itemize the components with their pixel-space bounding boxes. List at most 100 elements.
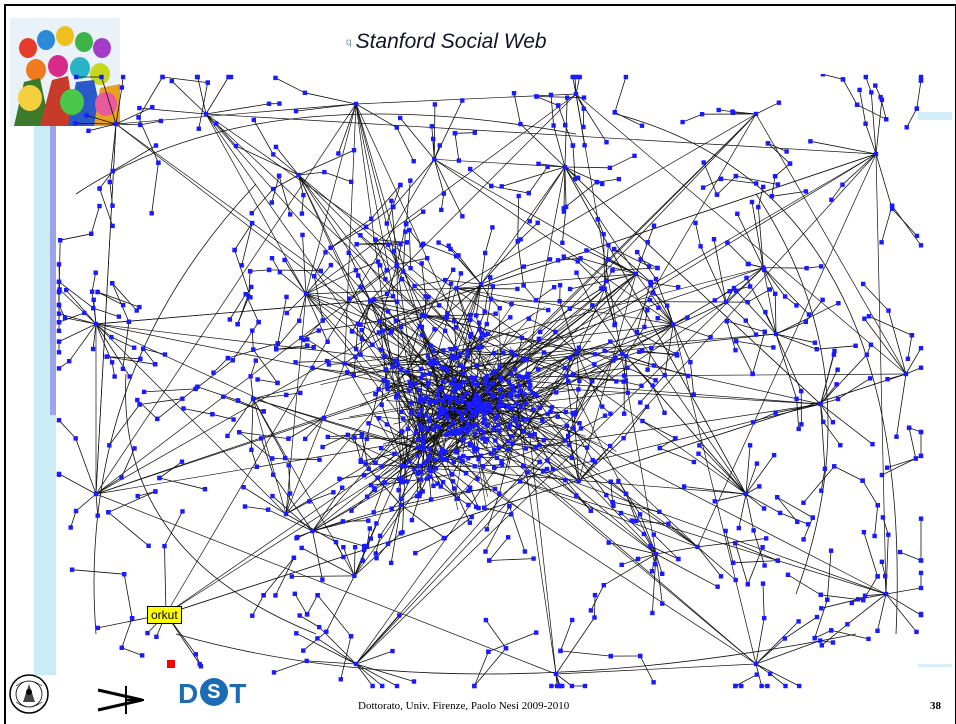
graph-node — [886, 308, 891, 313]
graph-node — [294, 631, 299, 636]
graph-edge — [370, 300, 727, 303]
graph-edge — [112, 145, 157, 172]
graph-edge — [725, 301, 747, 321]
graph-edge — [745, 493, 765, 509]
graph-node — [138, 356, 143, 361]
graph-edge — [553, 125, 566, 168]
graph-edge — [95, 323, 406, 467]
graph-node — [562, 164, 568, 170]
graph-edge — [354, 437, 362, 461]
graph-edge — [348, 362, 410, 391]
graph-node — [673, 436, 678, 441]
graph-node — [782, 294, 788, 299]
graph-edge — [369, 93, 577, 301]
graph-node — [592, 362, 597, 367]
graph-node — [376, 387, 381, 392]
graph-node — [407, 388, 412, 393]
graph-node — [878, 94, 883, 100]
graph-node — [765, 683, 770, 689]
graph-node — [202, 487, 208, 492]
graph-edge — [375, 239, 388, 271]
graph-node — [419, 397, 424, 402]
graph-node — [614, 379, 619, 384]
graph-edge — [658, 307, 674, 325]
graph-edge — [396, 127, 415, 162]
graph-edge — [298, 171, 325, 176]
graph-node — [457, 455, 462, 461]
graph-node — [733, 577, 738, 583]
graph-edge — [532, 392, 566, 441]
right-decor-bar-bottom — [918, 664, 952, 667]
graph-node — [302, 90, 308, 95]
graph-node — [517, 383, 522, 389]
graph-edge — [288, 417, 325, 439]
graph-edge — [449, 153, 877, 403]
graph-edge — [58, 473, 97, 495]
graph-node — [828, 548, 834, 553]
graph-node — [563, 409, 569, 415]
graph-node — [756, 204, 761, 210]
graph-node — [645, 240, 650, 245]
graph-node — [676, 284, 681, 290]
graph-edge — [75, 493, 97, 512]
graph-node — [398, 242, 403, 247]
graph-node — [868, 342, 874, 347]
graph-node — [455, 496, 460, 501]
graph-node — [634, 518, 639, 524]
graph-edge — [115, 123, 141, 126]
graph-node — [310, 528, 315, 534]
graph-node — [767, 671, 773, 676]
graph-node — [441, 536, 446, 541]
graph-node — [449, 472, 455, 477]
graph-node — [691, 392, 696, 397]
graph-edge — [564, 124, 574, 146]
graph-node — [438, 484, 443, 489]
graph-edge — [864, 318, 907, 375]
graph-edge — [338, 103, 357, 154]
graph-node — [97, 186, 102, 191]
graph-node — [480, 436, 485, 441]
graph-node — [492, 447, 497, 453]
graph-node — [56, 302, 62, 308]
graph-node — [443, 408, 449, 413]
graph-node — [466, 405, 472, 410]
graph-edge — [556, 389, 579, 393]
graph-node — [352, 573, 357, 579]
graph-edge — [501, 166, 566, 187]
graph-node — [592, 592, 598, 598]
graph-node — [427, 468, 432, 473]
graph-node — [870, 442, 875, 447]
graph-node — [419, 243, 424, 248]
graph-node — [369, 216, 374, 221]
graph-edge — [330, 226, 367, 249]
graph-node — [563, 438, 568, 443]
graph-edge — [285, 513, 337, 543]
graph-node — [419, 445, 424, 450]
graph-node — [492, 486, 498, 492]
graph-node — [141, 346, 146, 351]
graph-node — [450, 406, 455, 412]
graph-node — [270, 186, 276, 192]
graph-edge — [512, 443, 572, 459]
graph-node — [509, 383, 514, 389]
graph-edge — [421, 263, 426, 297]
graph-edge — [905, 367, 922, 375]
graph-edge — [747, 547, 763, 585]
graph-edge — [75, 438, 97, 495]
graph-edge — [108, 511, 149, 547]
graph-node — [608, 443, 613, 449]
graph-node — [463, 409, 468, 414]
graph-node — [494, 455, 500, 461]
graph-node — [918, 346, 924, 351]
graph-node — [524, 374, 529, 380]
graph-node — [814, 347, 819, 352]
graph-node — [354, 242, 359, 247]
graph-node — [733, 348, 738, 353]
graph-edge — [115, 87, 123, 125]
graph-node — [423, 313, 428, 319]
graph-edge — [527, 352, 545, 378]
graph-node — [521, 463, 526, 469]
graph-node — [527, 386, 532, 391]
graph-edge — [636, 331, 677, 355]
graph-node — [577, 378, 582, 384]
